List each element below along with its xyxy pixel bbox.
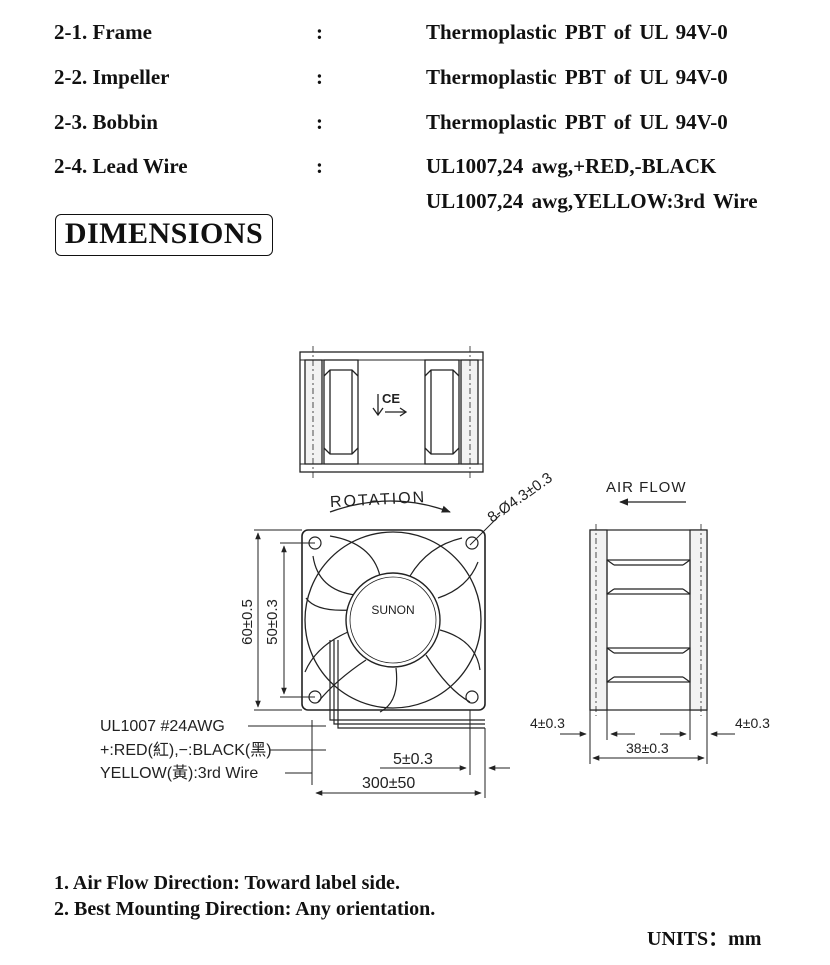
- dimension-60: 60±0.5: [239, 599, 256, 645]
- wire-note-line-1: UL1007 #24AWG: [100, 718, 225, 735]
- spec-separator: :: [316, 20, 323, 44]
- fan-top-view: [299, 346, 484, 478]
- spec-value: UL1007,24 awg,YELLOW:3rd Wire: [426, 189, 758, 213]
- dimension-50: 50±0.3: [264, 599, 281, 645]
- spec-row-impeller: 2-2. Impeller : Thermoplastic PBT of UL …: [0, 65, 830, 95]
- spec-label: 2-3. Bobbin: [54, 110, 158, 134]
- hole-leader-line: [469, 514, 501, 546]
- wire-leaders: [248, 720, 326, 785]
- dimension-300: 300±50: [362, 775, 415, 792]
- wire-note-line-3: YELLOW(黃):3rd Wire: [100, 764, 258, 782]
- spec-value: Thermoplastic PBT of UL 94V-0: [426, 65, 728, 89]
- note-airflow-direction: 1. Air Flow Direction: Toward label side…: [54, 872, 400, 894]
- dimension-38: 38±0.3: [626, 740, 669, 756]
- note-mounting-direction: 2. Best Mounting Direction: Any orientat…: [54, 898, 436, 920]
- brand-label: SUNON: [371, 603, 414, 617]
- spec-label: 2-2. Impeller: [54, 65, 170, 89]
- spec-separator: :: [316, 65, 323, 89]
- spec-row-lead-wire-cont: UL1007,24 awg,YELLOW:3rd Wire: [0, 189, 830, 219]
- fan-front-view: [301, 529, 486, 729]
- spec-value: Thermoplastic PBT of UL 94V-0: [426, 20, 728, 44]
- fan-side-view: [589, 524, 708, 716]
- spec-label: 2-1. Frame: [54, 20, 152, 44]
- spec-row-frame: 2-1. Frame : Thermoplastic PBT of UL 94V…: [0, 20, 830, 50]
- wire-dimensions: [315, 710, 510, 798]
- spec-label: 2-4. Lead Wire: [54, 154, 188, 178]
- dimension-5: 5±0.3: [393, 751, 433, 768]
- ce-mark-icon: CE: [382, 391, 400, 406]
- spec-row-bobbin: 2-3. Bobbin : Thermoplastic PBT of UL 94…: [0, 110, 830, 140]
- spec-separator: :: [316, 110, 323, 134]
- vertical-dimensions: [254, 529, 315, 711]
- units-label: UNITS：mm: [647, 928, 762, 950]
- wire-note-line-2: +:RED(紅),−:BLACK(黑): [100, 741, 272, 759]
- dimensions-heading-box: DIMENSIONS: [55, 214, 273, 256]
- rotation-arrow: [329, 500, 451, 513]
- hole-callout: 8-Ø4.3±0.3: [485, 469, 556, 526]
- airflow-label: AIR FLOW: [606, 479, 687, 496]
- spec-separator: :: [316, 154, 323, 178]
- dimension-4-left: 4±0.3: [530, 715, 565, 731]
- spec-value: Thermoplastic PBT of UL 94V-0: [426, 110, 728, 134]
- dimension-4-right: 4±0.3: [735, 715, 770, 731]
- section-title: DIMENSIONS: [64, 217, 264, 250]
- spec-value: UL1007,24 awg,+RED,-BLACK: [426, 154, 717, 178]
- side-dimensions: [560, 710, 735, 764]
- rotation-label: ROTATION: [330, 489, 427, 511]
- spec-row-lead-wire: 2-4. Lead Wire : UL1007,24 awg,+RED,-BLA…: [0, 154, 830, 184]
